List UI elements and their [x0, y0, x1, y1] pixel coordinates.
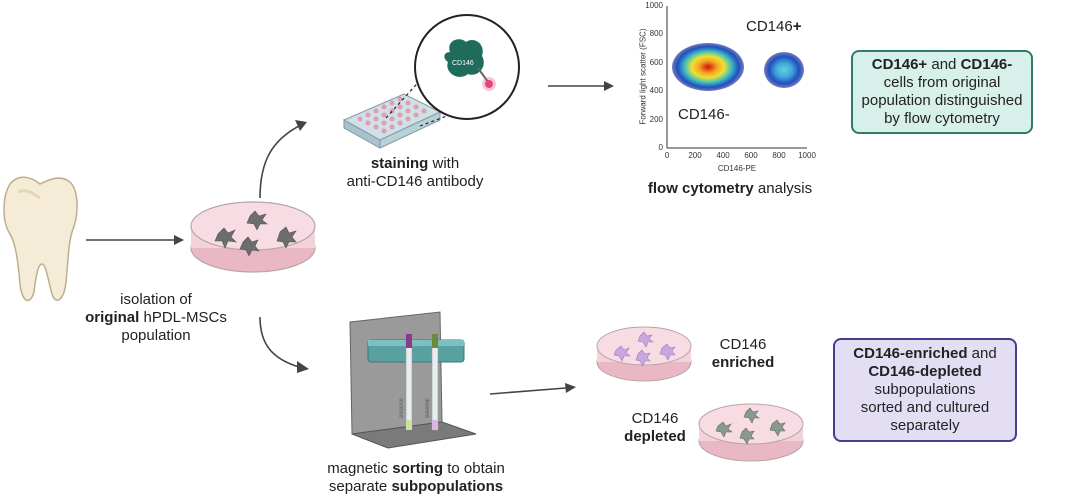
flow-caption-rest: analysis	[753, 180, 813, 197]
sorting-caption-a: magnetic	[327, 460, 393, 477]
cd146-pos-label: CD146	[746, 18, 793, 35]
flow-ytick-label: 400	[649, 86, 663, 96]
arrow-to-sorting	[259, 316, 309, 373]
result-box-bottom: CD146-enriched and CD146-depleted subpop…	[833, 338, 1017, 442]
depleted-label-line1: CD146	[631, 410, 679, 427]
staining-caption-rest: with	[428, 155, 460, 172]
isolation-caption-line1: isolation of	[120, 291, 192, 308]
arrow-to-dishes	[489, 383, 576, 395]
tooth-icon	[3, 176, 78, 302]
tube-label-depleted: depleted	[423, 398, 430, 418]
result-box-top: CD146+ and CD146- cells from original po…	[851, 50, 1033, 134]
flow-xtick-label: 0	[664, 151, 670, 160]
result-top-line3: population distinguished	[861, 92, 1023, 109]
cd146-pos-population	[764, 52, 804, 88]
enriched-label-line1: CD146	[719, 336, 767, 353]
result-bottom-line4: sorted and cultured	[860, 399, 990, 416]
magnetic-separator-icon	[349, 311, 477, 449]
sorting-caption-line2-a: separate	[328, 478, 392, 495]
arrow-to-staining	[259, 120, 307, 199]
flow-ytick-label: 0	[658, 143, 663, 152]
antibody-label: CD146	[452, 60, 474, 67]
flow-cytometry-plot	[666, 6, 807, 149]
petri-dish-enriched	[596, 326, 692, 382]
cd146-pos-sign: +	[792, 18, 802, 35]
flow-xtick-label: 800	[772, 151, 786, 160]
arrow-tooth-to-dish	[86, 235, 184, 245]
cd146-neg-population	[672, 43, 744, 91]
petri-dish-depleted	[698, 403, 804, 462]
sorting-caption-b: to obtain	[443, 460, 505, 477]
flow-xtick-label: 200	[688, 151, 702, 160]
sorting-caption-bold: sorting	[392, 460, 444, 477]
antibody-zoom-circle	[414, 14, 520, 120]
sorting-caption-line2-bold: subpopulations	[391, 478, 504, 495]
flow-ytick-label: 600	[649, 57, 663, 67]
flow-xtick-label: 600	[744, 151, 758, 160]
flow-ytick-label: 1000	[645, 1, 663, 10]
result-bottom-rest-a: and	[967, 345, 997, 362]
isolation-caption-line2: hPDL-MSCs	[139, 309, 227, 326]
flow-ytick-label: 200	[649, 114, 663, 124]
depleted-label-line2: depleted	[624, 428, 686, 445]
result-bottom-line3: subpopulations	[874, 381, 976, 398]
flow-xtick-label: 400	[716, 151, 730, 160]
flow-xtick-label: 1000	[798, 151, 816, 160]
result-top-bold-b: CD146-	[960, 56, 1013, 73]
staining-caption-line2: anti-CD146 antibody	[346, 173, 484, 190]
flow-ylabel: Forward light scatter (FSC)	[638, 28, 648, 125]
flow-caption-bold: flow cytometry	[647, 180, 754, 197]
isolation-caption-bold: original	[85, 309, 140, 326]
enriched-label-line2: enriched	[711, 354, 775, 371]
result-bottom-bold-a: CD146-enriched	[853, 345, 968, 362]
isolation-caption-line3: population	[121, 327, 191, 344]
petri-dish-original	[190, 201, 316, 273]
result-top-bold-a: CD146+	[871, 56, 928, 73]
result-top-line2: cells from original	[883, 74, 1001, 91]
tube-label-enriched: enriched	[397, 398, 404, 418]
flow-ytick-label: 800	[649, 29, 663, 39]
cd146-neg-label: CD146-	[678, 106, 730, 123]
arrow-to-flow	[548, 81, 614, 91]
flow-xlabel: CD146-PE	[717, 164, 757, 173]
result-top-line4: by flow cytometry	[884, 110, 1000, 127]
result-bottom-bold-b: CD146-depleted	[868, 363, 982, 380]
result-top-mid: and	[927, 56, 961, 73]
result-bottom-line5: separately	[890, 417, 960, 434]
staining-caption-bold: staining	[370, 155, 429, 172]
